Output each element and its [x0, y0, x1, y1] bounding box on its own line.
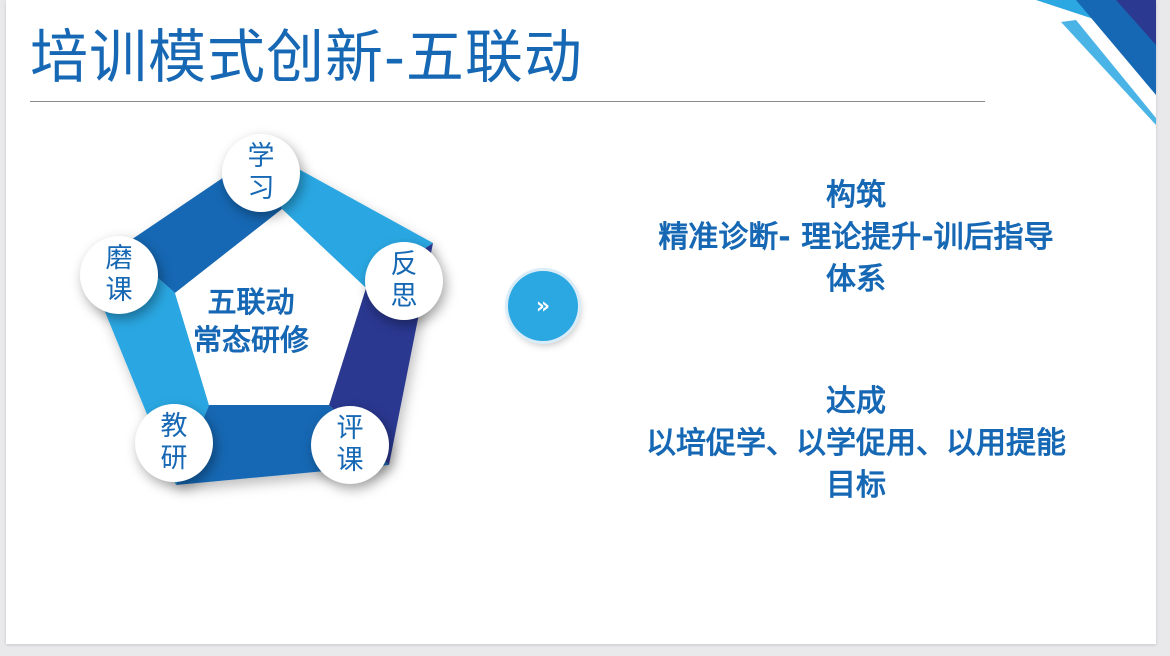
goal-achieve: 达成 以培促学、以学促用、以用提能 目标: [596, 381, 1116, 507]
next-arrow-button[interactable]: »: [508, 271, 578, 341]
node-review: 评课: [311, 406, 389, 484]
goal-build-heading: 构筑: [826, 178, 886, 213]
goal-build-line-2: 体系: [826, 262, 886, 297]
node-polish: 磨课: [80, 236, 158, 314]
node-polish-char-2: 课: [105, 275, 133, 306]
slide: 培训模式创新-五联动 五联动 常态研修 学习 反思: [6, 0, 1156, 644]
node-research-char-1: 教: [160, 411, 188, 442]
node-research: 教研: [135, 404, 213, 482]
goal-achieve-heading: 达成: [826, 384, 886, 419]
node-polish-char-1: 磨: [105, 243, 133, 274]
node-review-char-2: 课: [336, 445, 364, 476]
double-chevron-right-icon: »: [535, 293, 551, 319]
node-review-char-1: 评: [336, 413, 364, 444]
goal-achieve-line-2: 目标: [826, 468, 886, 503]
goal-build: 构筑 精准诊断- 理论提升-训后指导 体系: [596, 175, 1116, 301]
title-divider: [30, 101, 985, 102]
node-reflect: 反思: [365, 242, 443, 320]
corner-decoration: [1036, 0, 1156, 125]
goal-build-line-1: 精准诊断- 理论提升-训后指导: [658, 220, 1054, 255]
page-title: 培训模式创新-五联动: [30, 23, 583, 91]
node-reflect-char-2: 思: [390, 281, 418, 312]
node-research-char-2: 研: [160, 443, 188, 474]
node-study-char-2: 习: [247, 173, 275, 204]
node-study-char-1: 学: [247, 141, 275, 172]
center-line-1: 五联动: [207, 285, 295, 319]
inner-pentagon: [175, 209, 366, 405]
node-study: 学习: [222, 134, 300, 212]
goal-achieve-line-1: 以培促学、以学促用、以用提能: [646, 426, 1066, 461]
center-line-2: 常态研修: [192, 323, 309, 357]
diagram-center-label: 五联动 常态研修: [176, 283, 326, 359]
node-reflect-char-1: 反: [390, 249, 418, 280]
